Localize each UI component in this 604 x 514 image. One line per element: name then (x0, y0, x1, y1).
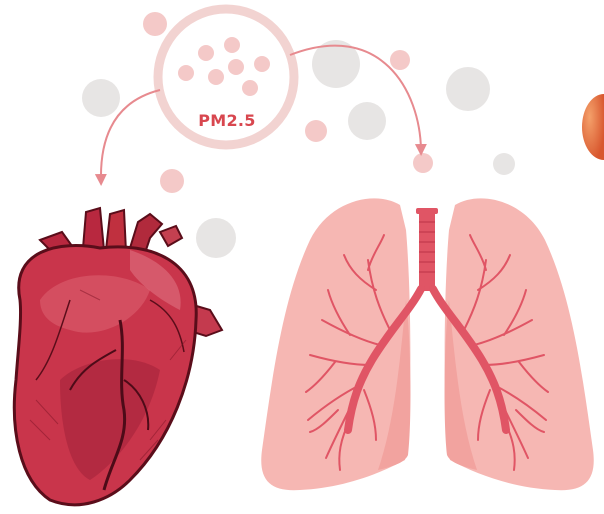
pm25-label: PM2.5 (182, 111, 272, 130)
heart-icon (14, 208, 222, 505)
lungs-icon (261, 198, 593, 490)
orange-ball (582, 94, 604, 160)
trachea (419, 211, 435, 291)
